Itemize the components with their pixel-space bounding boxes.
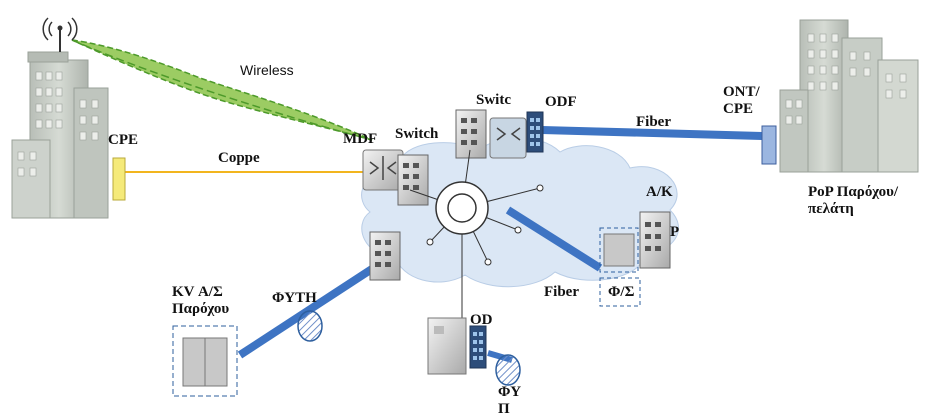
cabinet-icon bbox=[603, 233, 635, 267]
ak-boundary bbox=[599, 227, 639, 273]
switch-icon bbox=[369, 231, 401, 281]
fiber-link-top bbox=[541, 126, 763, 140]
cpe-left-label: CPE bbox=[108, 132, 138, 148]
odf-top-label: ODF bbox=[545, 94, 577, 110]
building-icon bbox=[779, 19, 919, 173]
cpe-right-label: CPE bbox=[723, 101, 753, 118]
switch-icon bbox=[397, 154, 429, 206]
switch-top-label: Switc bbox=[476, 92, 511, 108]
hub-icon bbox=[409, 149, 544, 368]
switch-icon bbox=[455, 109, 487, 159]
odf-panel-icon bbox=[469, 325, 487, 369]
splice-closure-icon bbox=[495, 354, 521, 386]
fyth-label: ΦΥΤΗ bbox=[272, 290, 317, 306]
fy-label: ΦΥ bbox=[498, 384, 522, 400]
fiber-link-ak bbox=[505, 206, 603, 272]
kv-provider-label: KV Α/Σ Παρόχου bbox=[172, 284, 229, 319]
cpe-device-icon bbox=[112, 157, 126, 201]
ont-device-icon bbox=[761, 125, 777, 165]
ak-suffix-label: P bbox=[670, 224, 680, 240]
fy-sub-label: Π bbox=[498, 401, 510, 418]
provider-label: Παρόχου bbox=[172, 301, 230, 318]
pop-label: PoP Παρόχου/ bbox=[808, 184, 899, 200]
ak-label: Α/Κ bbox=[646, 184, 673, 200]
router-icon bbox=[362, 149, 404, 191]
fs-label: Φ/Σ bbox=[608, 284, 635, 300]
ont-cpe-label: ONT/ CPE bbox=[723, 84, 760, 119]
copper-label: Coppe bbox=[218, 150, 260, 166]
building-icon bbox=[11, 51, 109, 219]
router-icon bbox=[489, 117, 527, 159]
odf-panel-icon bbox=[526, 111, 544, 153]
od-bottom-label: OD bbox=[470, 312, 493, 328]
fs-boundary bbox=[599, 277, 641, 307]
splice-closure-icon bbox=[297, 310, 323, 342]
fy-bottom-label: ΦΥ Π bbox=[498, 384, 521, 419]
kv-boundary bbox=[172, 325, 238, 397]
client-label: πελάτη bbox=[808, 201, 854, 218]
kv-label: KV Α/Σ bbox=[172, 284, 223, 300]
wireless-label: Wireless bbox=[240, 62, 294, 78]
mdf-label: MDF bbox=[343, 131, 378, 147]
fiber-top-label: Fiber bbox=[636, 114, 671, 130]
switch-icon bbox=[639, 211, 671, 269]
cabinet-icon bbox=[427, 317, 467, 375]
pop-client-label: PoP Παρόχου/ πελάτη bbox=[808, 184, 898, 219]
fiber-link-kv bbox=[237, 261, 381, 359]
switch-mdf-label: Switch bbox=[395, 126, 439, 142]
ont-label: ONT/ bbox=[723, 84, 760, 100]
wireless-link bbox=[71, 39, 373, 141]
antenna-icon bbox=[42, 17, 78, 52]
fiber-bottom-label: Fiber bbox=[544, 284, 579, 300]
